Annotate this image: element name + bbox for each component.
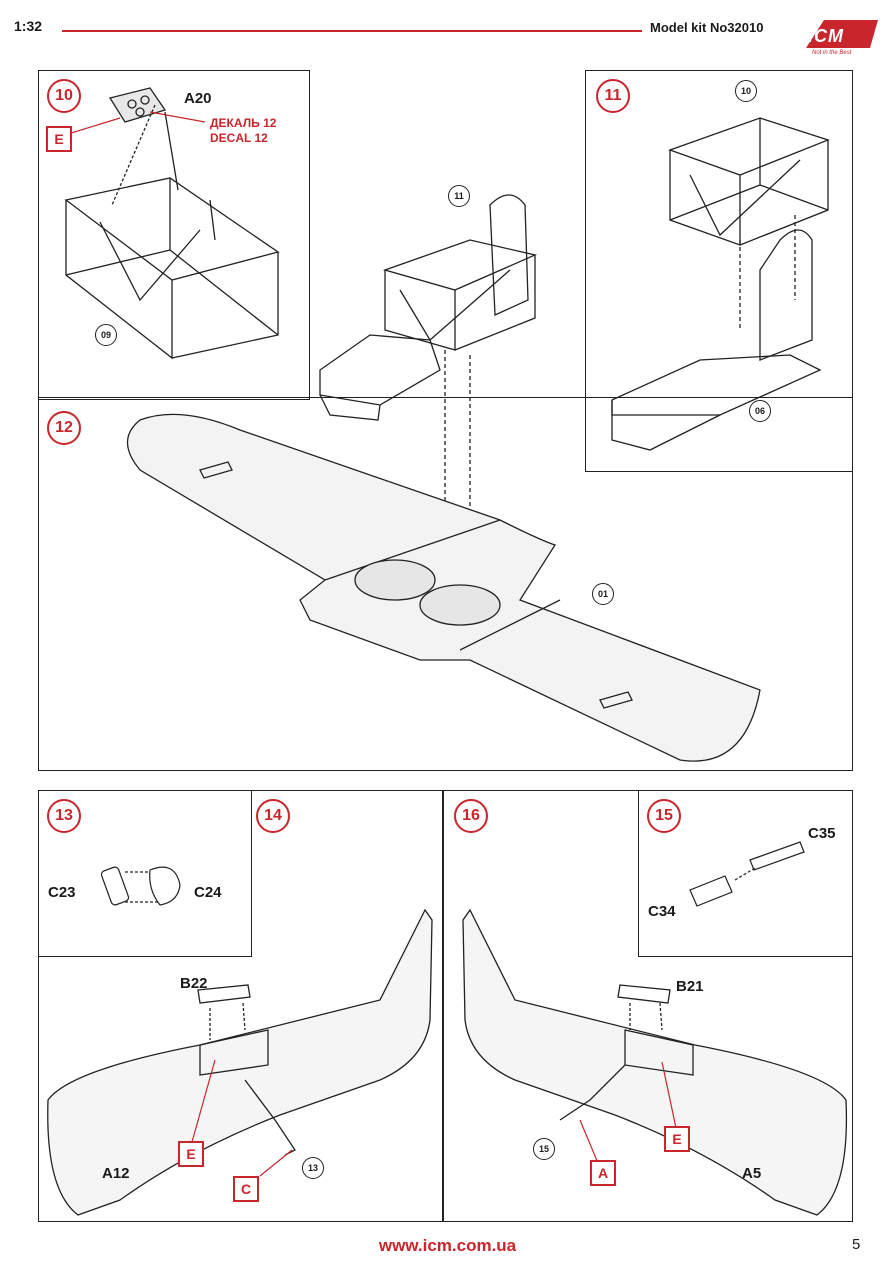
paint-e-box: E [46,126,72,152]
decal-12-ru-label: ДЕКАЛЬ 12 [210,116,277,130]
step-14-panel [38,790,444,1222]
logo-tagline: Not in the Best [812,50,852,56]
logo-text: ICM [808,26,844,46]
subassembly-11-marker: 11 [448,185,470,207]
step-16-badge: 16 [454,799,488,833]
subassembly-10-marker: 10 [735,80,757,102]
paint-c-box-step14: C [233,1176,259,1202]
subassembly-13-marker: 13 [302,1157,324,1179]
paint-e-box-step16: E [664,1126,690,1152]
part-a12-label: A12 [102,1165,130,1182]
subassembly-09-marker: 09 [95,324,117,346]
part-b21-label: B21 [676,978,704,995]
scale-label: 1:32 [14,18,43,34]
part-a20-label: A20 [184,90,212,107]
header-rule [62,30,642,32]
footer-url[interactable]: www.icm.com.ua [378,1236,517,1255]
step-10-panel [38,70,310,400]
step-11-badge: 11 [596,79,630,113]
page-number: 5 [852,1236,861,1253]
step-12-panel [38,397,853,771]
step-10-badge: 10 [47,79,81,113]
decal-12-en-label: DECAL 12 [210,131,268,145]
part-a5-label: A5 [742,1165,762,1182]
part-c24-label: C24 [194,884,222,901]
part-b22-label: B22 [180,975,208,992]
subassembly-01-marker: 01 [592,583,614,605]
step-15-badge: 15 [647,799,681,833]
part-c23-label: C23 [48,884,76,901]
subassembly-15-marker: 15 [533,1138,555,1160]
kit-number: Model kit No32010 [650,20,764,35]
paint-e-box-step14: E [178,1141,204,1167]
step-12-badge: 12 [47,411,81,445]
part-c35-label: C35 [808,825,836,842]
step-14-badge: 14 [256,799,290,833]
logo-shape-icon [806,20,878,48]
part-c34-label: C34 [648,903,676,920]
paint-a-box-step16: A [590,1160,616,1186]
icm-logo: ICM Not in the Best [800,12,884,62]
subassembly-06-marker: 06 [749,400,771,422]
step-13-badge: 13 [47,799,81,833]
